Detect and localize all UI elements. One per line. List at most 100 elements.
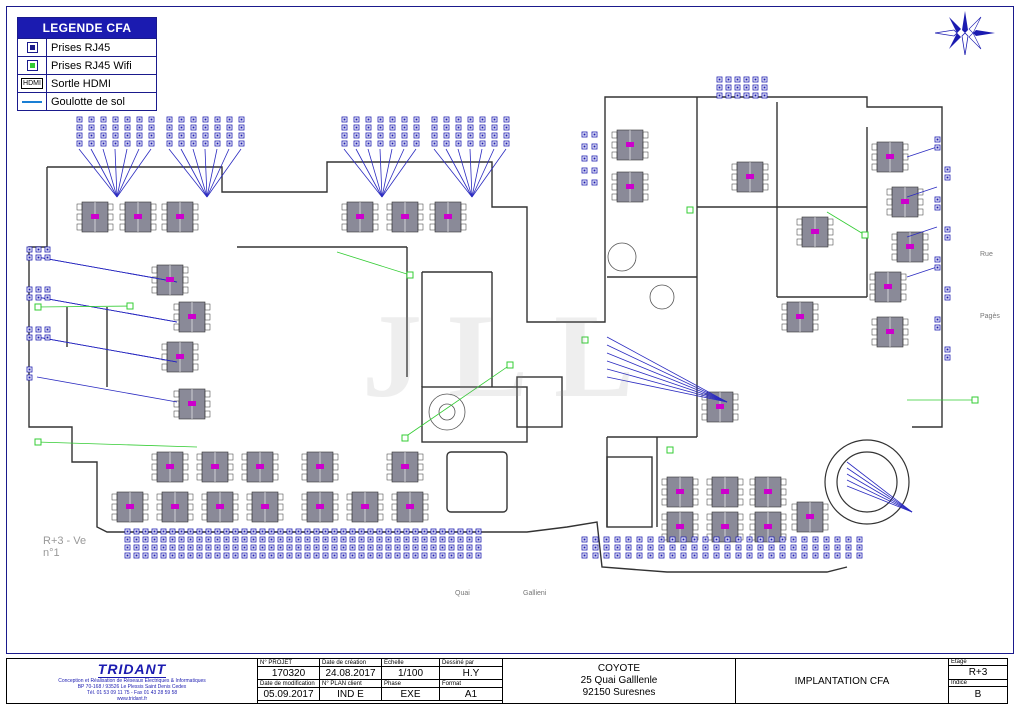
legend-row-duct: Goulotte de sol bbox=[18, 93, 156, 110]
wifi-cable bbox=[336, 251, 411, 276]
hdmi-output bbox=[806, 514, 814, 519]
rj45-outlet-core bbox=[847, 554, 850, 557]
value-indice: B bbox=[974, 688, 982, 700]
chair bbox=[346, 513, 353, 521]
wifi-outlet bbox=[971, 396, 979, 404]
rj45-outlet-core bbox=[288, 554, 291, 557]
rj45-outlet-core bbox=[405, 546, 408, 549]
rj45-outlet-core bbox=[814, 546, 817, 549]
rj45-outlet-core bbox=[225, 546, 228, 549]
chair bbox=[111, 503, 118, 511]
rj45-outlet-core bbox=[748, 546, 751, 549]
rj45-outlet-core bbox=[803, 554, 806, 557]
chair bbox=[332, 503, 339, 511]
rj45-outlet-core bbox=[493, 142, 496, 145]
hdmi-output bbox=[886, 154, 894, 159]
rj45-outlet-core bbox=[90, 126, 93, 129]
rj45-outlet-core bbox=[616, 554, 619, 557]
rj45-outlet-core bbox=[415, 126, 418, 129]
rj45-outlet-core bbox=[102, 142, 105, 145]
rj45-outlet-core bbox=[28, 288, 31, 291]
chair bbox=[386, 223, 393, 231]
chair bbox=[151, 286, 158, 294]
rj45-outlet-core bbox=[403, 126, 406, 129]
cable-run bbox=[469, 148, 473, 198]
rj45-outlet-core bbox=[936, 318, 939, 321]
chair bbox=[272, 463, 279, 471]
rj45-outlet-core bbox=[493, 134, 496, 137]
rj45-outlet-core bbox=[138, 118, 141, 121]
rj45-outlet-core bbox=[28, 376, 31, 379]
wifi-outlet bbox=[126, 302, 134, 310]
chair bbox=[749, 488, 756, 496]
label-projet: N° PROJET bbox=[258, 659, 320, 667]
chair bbox=[762, 173, 769, 181]
rj45-outlet-core bbox=[135, 554, 138, 557]
cable-run bbox=[367, 148, 383, 198]
rj45-outlet-core bbox=[836, 554, 839, 557]
rj45-outlet-core bbox=[457, 118, 460, 121]
rj45-outlet-core bbox=[627, 546, 630, 549]
legend-title: LEGENDE CFA bbox=[18, 18, 156, 39]
rj45-outlet-core bbox=[46, 248, 49, 251]
chair bbox=[150, 203, 157, 211]
rj45-outlet-core bbox=[315, 538, 318, 541]
rj45-outlet-core bbox=[171, 554, 174, 557]
label-date-creation: Date de création bbox=[320, 659, 382, 667]
chair bbox=[611, 173, 618, 181]
legend-label: Sortle HDMI bbox=[51, 77, 111, 90]
chair bbox=[900, 293, 907, 301]
rj45-outlet-core bbox=[754, 86, 757, 89]
rj45-outlet-core bbox=[252, 538, 255, 541]
cable-run bbox=[846, 485, 913, 513]
cable-run bbox=[102, 148, 118, 198]
chair bbox=[661, 523, 668, 531]
chair bbox=[781, 323, 788, 331]
chair bbox=[791, 523, 798, 531]
chair bbox=[891, 243, 898, 251]
chair bbox=[232, 513, 239, 521]
rj45-outlet-core bbox=[171, 546, 174, 549]
chair bbox=[192, 203, 199, 211]
cable-run bbox=[206, 148, 242, 198]
cable-run bbox=[906, 226, 938, 238]
chair bbox=[346, 503, 353, 511]
rj45-outlet-core bbox=[324, 546, 327, 549]
hdmi-output bbox=[886, 329, 894, 334]
rj45-outlet-core bbox=[46, 288, 49, 291]
chair bbox=[460, 203, 467, 211]
cable-run bbox=[343, 148, 383, 198]
rj45-outlet-core bbox=[198, 546, 201, 549]
rj45-outlet-core bbox=[583, 538, 586, 541]
chair bbox=[76, 223, 83, 231]
rj45-outlet-core bbox=[403, 134, 406, 137]
chair bbox=[386, 473, 393, 481]
rj45-outlet-core bbox=[671, 554, 674, 557]
rj45-outlet-core bbox=[605, 554, 608, 557]
rj45-outlet-core bbox=[324, 554, 327, 557]
label-plan-client: N° PLAN client bbox=[320, 680, 382, 688]
rj45-outlet-core bbox=[351, 530, 354, 533]
chair bbox=[119, 213, 126, 221]
chair bbox=[611, 151, 618, 159]
rj45-outlet-core bbox=[450, 554, 453, 557]
rj45-outlet-core bbox=[715, 538, 718, 541]
chair bbox=[151, 463, 158, 471]
rj45-outlet-core bbox=[279, 530, 282, 533]
level-subtext: n°1 bbox=[43, 547, 60, 559]
chair bbox=[869, 293, 876, 301]
chair bbox=[192, 363, 199, 371]
chair bbox=[182, 266, 189, 274]
rj45-outlet-core bbox=[468, 538, 471, 541]
rj45-outlet-core bbox=[445, 126, 448, 129]
rj45-outlet-core bbox=[315, 530, 318, 533]
rj45-outlet-core bbox=[649, 538, 652, 541]
chair bbox=[812, 313, 819, 321]
rj45-outlet-core bbox=[745, 94, 748, 97]
rj45-outlet-core bbox=[468, 530, 471, 533]
rj45-outlet-core bbox=[737, 554, 740, 557]
cable-runs bbox=[36, 146, 975, 513]
cable-run bbox=[606, 344, 728, 403]
rj45-outlet-core bbox=[759, 538, 762, 541]
plan-sheet: LEGENDE CFA Prises RJ45 Prises RJ45 Wifi… bbox=[6, 6, 1014, 654]
